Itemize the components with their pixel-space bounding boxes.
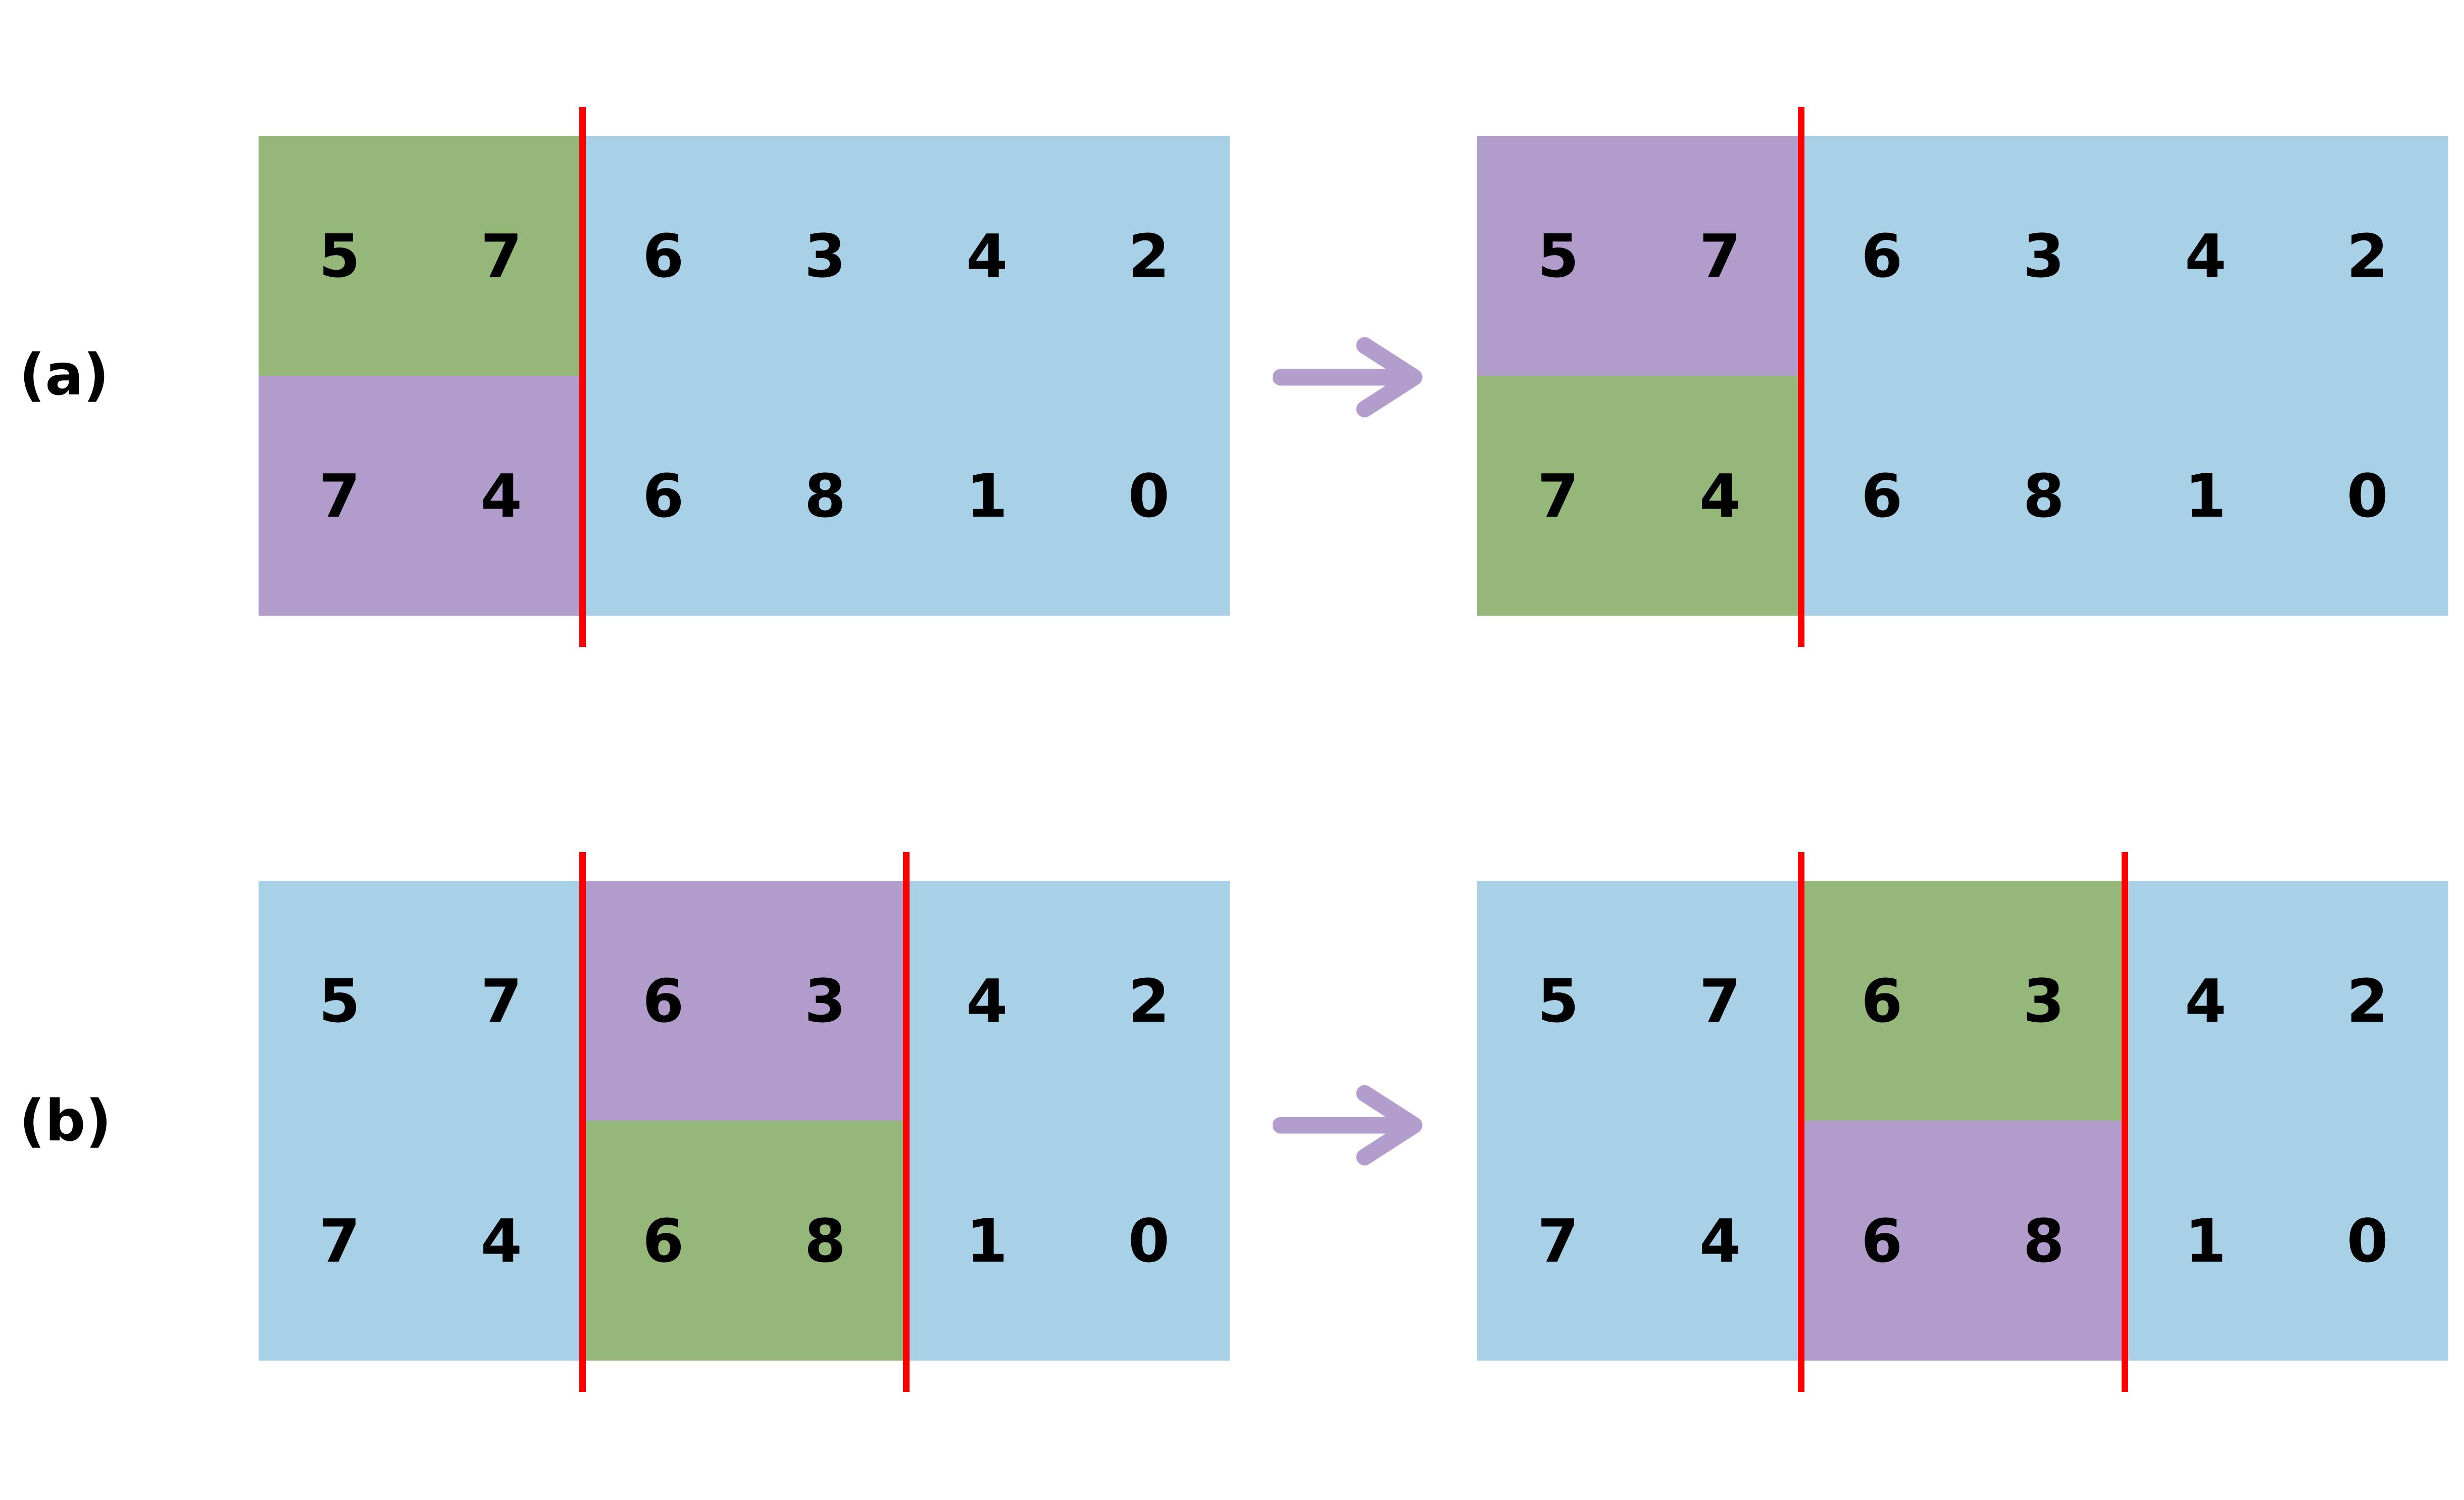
matrix-cell-value: 4: [1699, 1206, 1741, 1276]
matrix-cell-value: 4: [480, 1206, 522, 1276]
matrix-cell-value: 4: [966, 966, 1008, 1036]
matrix-cell-value: 8: [804, 461, 846, 531]
cut-line: [902, 852, 910, 1392]
cut-line: [1797, 852, 1804, 1392]
highlight-top-block: [1477, 136, 1801, 376]
matrix-cell-value: 1: [2185, 461, 2227, 531]
matrix-cell-value: 8: [2023, 1206, 2065, 1276]
matrix-cell-value: 0: [2346, 1206, 2388, 1276]
matrix-cell-value: 8: [804, 1206, 846, 1276]
matrix-cell-value: 6: [642, 461, 684, 531]
cut-line: [2121, 852, 2128, 1392]
panel-b-label: (b): [19, 1088, 112, 1154]
highlight-bottom-block: [259, 376, 582, 616]
panel-a-label: (a): [19, 342, 109, 408]
matrix-cell-value: 4: [1699, 461, 1741, 531]
highlight-bottom-block: [1801, 1121, 2125, 1361]
matrix-cell-value: 6: [1861, 966, 1903, 1036]
right-arrow-icon: [1273, 337, 1423, 418]
matrix-cell-value: 3: [2023, 221, 2065, 291]
matrix-cell-value: 7: [480, 221, 522, 291]
matrix-cell-value: 7: [480, 966, 522, 1036]
matrix-cell-value: 6: [1861, 461, 1903, 531]
cut-line: [579, 852, 586, 1392]
matrix-cell-value: 7: [319, 461, 361, 531]
matrix-cell-value: 6: [642, 221, 684, 291]
matrix-cell-value: 4: [480, 461, 522, 531]
matrix-cell-value: 7: [319, 1206, 361, 1276]
matrix-cell-value: 0: [1128, 1206, 1170, 1276]
matrix-cell-value: 5: [319, 966, 361, 1036]
matrix-cell-value: 3: [804, 966, 846, 1036]
matrix-cell-value: 3: [2023, 966, 2065, 1036]
matrix-cell-value: 4: [966, 221, 1008, 291]
matrix-cell-value: 6: [642, 966, 684, 1036]
matrix-cell-value: 7: [1537, 461, 1579, 531]
matrix-cell-value: 5: [1537, 966, 1579, 1036]
matrix-cell-value: 1: [966, 1206, 1008, 1276]
matrix-cell-value: 6: [1861, 1206, 1903, 1276]
matrix-cell-value: 8: [2023, 461, 2065, 531]
matrix-cell-value: 2: [1128, 221, 1170, 291]
matrix-cell-value: 2: [2346, 221, 2388, 291]
matrix-cell-value: 7: [1537, 1206, 1579, 1276]
highlight-bottom-block: [1477, 376, 1801, 616]
cut-line: [1797, 107, 1804, 647]
matrix-cell-value: 2: [1128, 966, 1170, 1036]
right-arrow-icon: [1273, 1085, 1423, 1166]
cut-line: [579, 107, 586, 647]
matrix-cell-value: 7: [1699, 221, 1741, 291]
matrix-cell-value: 4: [2185, 966, 2227, 1036]
matrix-cell-value: 0: [1128, 461, 1170, 531]
matrix-cell-value: 4: [2185, 221, 2227, 291]
matrix-cell-value: 1: [2185, 1206, 2227, 1276]
matrix-cell-value: 5: [1537, 221, 1579, 291]
matrix-cell-value: 7: [1699, 966, 1741, 1036]
highlight-top-block: [582, 881, 906, 1121]
matrix-cell-value: 6: [1861, 221, 1903, 291]
matrix-cell-value: 1: [966, 461, 1008, 531]
highlight-top-block: [1801, 881, 2125, 1121]
highlight-bottom-block: [582, 1121, 906, 1361]
matrix-cell-value: 3: [804, 221, 846, 291]
matrix-cell-value: 6: [642, 1206, 684, 1276]
matrix-cell-value: 0: [2346, 461, 2388, 531]
highlight-top-block: [259, 136, 582, 376]
matrix-cell-value: 5: [319, 221, 361, 291]
matrix-cell-value: 2: [2346, 966, 2388, 1036]
